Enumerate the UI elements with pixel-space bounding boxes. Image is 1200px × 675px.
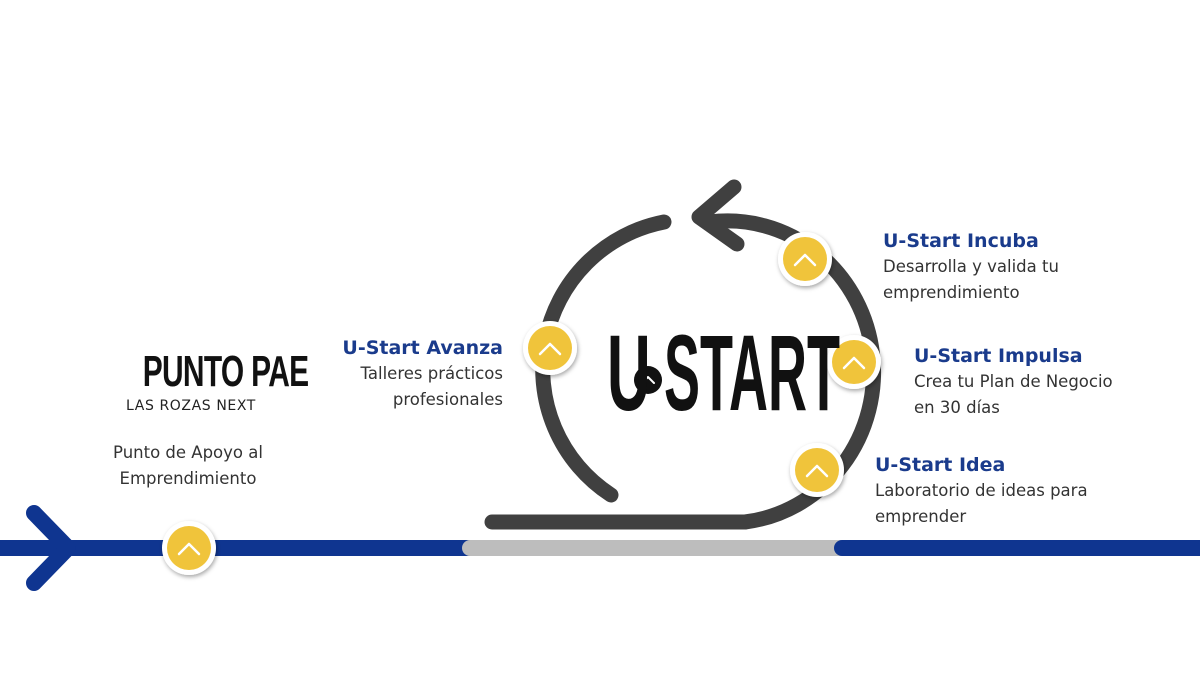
chevron-up-icon	[177, 542, 201, 556]
punto-pae-logo-subtitle: LAS ROZAS NEXT	[126, 398, 256, 414]
node-title: U-Start Avanza	[342, 337, 503, 359]
timeline	[0, 505, 1200, 591]
node-title: U-Start Impulsa	[914, 345, 1083, 367]
punto-pae-logo: PUNTO PAE LAS ROZAS NEXT	[120, 347, 309, 415]
node-ustart-impulsa: U-Start Impulsa Crea tu Plan de Negocio …	[914, 343, 1184, 421]
node-description: Laboratorio de ideas para emprender	[875, 481, 1088, 526]
punto-pae-caption: Punto de Apoyo al Emprendimiento	[113, 443, 263, 488]
badge-ustart-impulsa[interactable]	[827, 335, 881, 389]
ustart-logo-left: U	[607, 312, 651, 433]
node-title: U-Start Idea	[875, 454, 1006, 476]
node-ustart-incuba: U-Start Incuba Desarrolla y valida tu em…	[883, 228, 1163, 306]
badge-ustart-avanza[interactable]	[523, 321, 577, 375]
node-title: U-Start Incuba	[883, 230, 1039, 252]
chevron-up-icon	[538, 342, 562, 356]
punto-pae-logo-title: PUNTO PAE	[142, 347, 309, 396]
badge-ustart-idea[interactable]	[790, 443, 844, 497]
node-description: Desarrolla y valida tu emprendimiento	[883, 257, 1059, 302]
ustart-logo-badge	[634, 366, 662, 394]
node-ustart-idea: U-Start Idea Laboratorio de ideas para e…	[875, 452, 1175, 530]
badge-ustart-incuba[interactable]	[778, 232, 832, 286]
cycle-arrowhead	[691, 179, 745, 252]
ustart-logo-right: START	[664, 312, 840, 433]
badge-punto-pae[interactable]	[162, 521, 216, 575]
chevron-up-icon	[641, 376, 655, 384]
node-description: Crea tu Plan de Negocio en 30 días	[914, 372, 1113, 417]
arrow-right-icon	[26, 505, 76, 591]
chevron-up-icon	[793, 253, 817, 267]
chevron-up-icon	[842, 356, 866, 370]
node-ustart-avanza: U-Start Avanza Talleres prácticos profes…	[300, 335, 503, 413]
chevron-up-icon	[805, 464, 829, 478]
node-description: Talleres prácticos profesionales	[360, 364, 503, 409]
